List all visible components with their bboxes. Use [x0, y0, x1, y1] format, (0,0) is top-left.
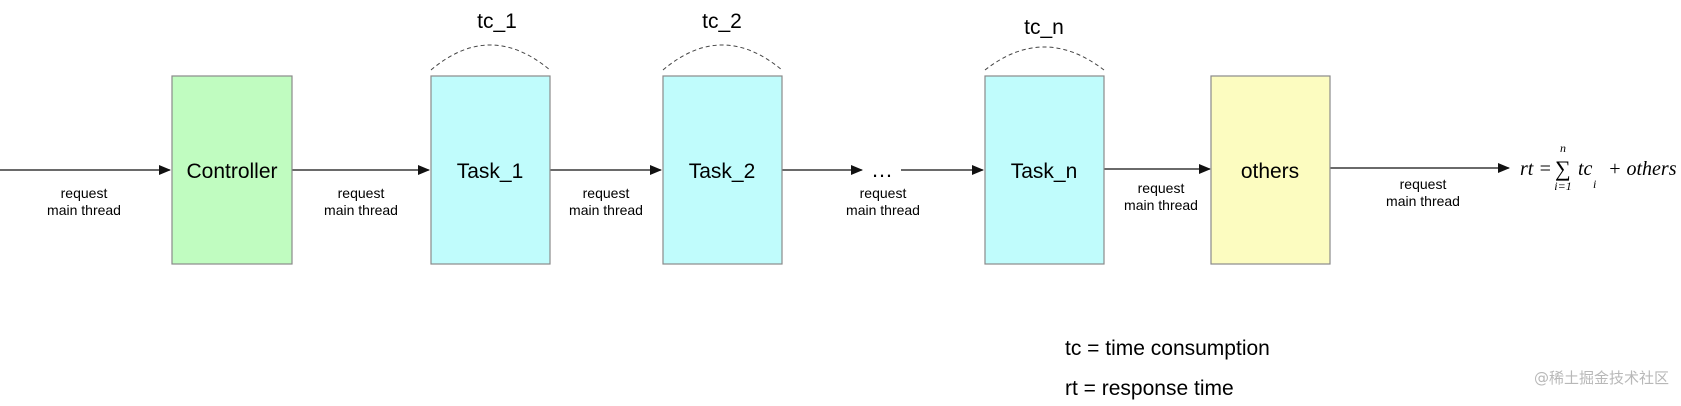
others-box [1210, 75, 1331, 265]
edge-label-ellipsis-1: request [860, 185, 907, 201]
others-label: others [1241, 160, 1299, 183]
task-n-label: Task_n [1011, 160, 1078, 183]
formula-lhs: rt = [1520, 158, 1552, 180]
formula-upper: n [1560, 141, 1566, 155]
formula-rest: + others [1608, 158, 1677, 180]
tc-n-arc [984, 46, 1105, 71]
edge-label-controller-1: request [338, 185, 385, 201]
legend-rt: rt = response time [1065, 377, 1234, 400]
edge-label-ellipsis-2: main thread [846, 202, 920, 218]
edge-label-taskn-1: request [1138, 180, 1185, 196]
task-1-label: Task_1 [457, 160, 524, 183]
tc-2-arc [662, 44, 783, 71]
task-n-box [984, 75, 1105, 265]
edge-label-input-1: request [61, 185, 108, 201]
formula-sum-sign: ∑ [1555, 156, 1571, 181]
task-2-box [662, 75, 783, 265]
edge-label-input-2: main thread [47, 202, 121, 218]
formula-term: tc [1578, 158, 1593, 180]
controller-label: Controller [186, 160, 277, 183]
edge-label-others-1: request [1400, 176, 1447, 192]
tc-1-label: tc_1 [477, 10, 517, 33]
formula-subscript: i [1593, 177, 1596, 191]
watermark: @稀土掘金技术社区 [1533, 369, 1669, 387]
response-time-formula: rt = ∑ n i=1 tc i + others [1520, 141, 1677, 193]
edge-label-controller-2: main thread [324, 202, 398, 218]
tc-2-label: tc_2 [702, 10, 742, 33]
ellipsis-node: … [871, 157, 893, 182]
formula-lower: i=1 [1554, 179, 1571, 193]
edge-label-others-2: main thread [1386, 193, 1460, 209]
edge-label-task1-2: main thread [569, 202, 643, 218]
task-1-box [430, 75, 551, 265]
tc-1-arc [430, 44, 551, 71]
tc-n-label: tc_n [1024, 16, 1064, 39]
task-2-label: Task_2 [689, 160, 756, 183]
controller-box [171, 75, 293, 265]
edge-label-task1-1: request [583, 185, 630, 201]
legend-tc: tc = time consumption [1065, 337, 1270, 360]
edge-label-taskn-2: main thread [1124, 197, 1198, 213]
